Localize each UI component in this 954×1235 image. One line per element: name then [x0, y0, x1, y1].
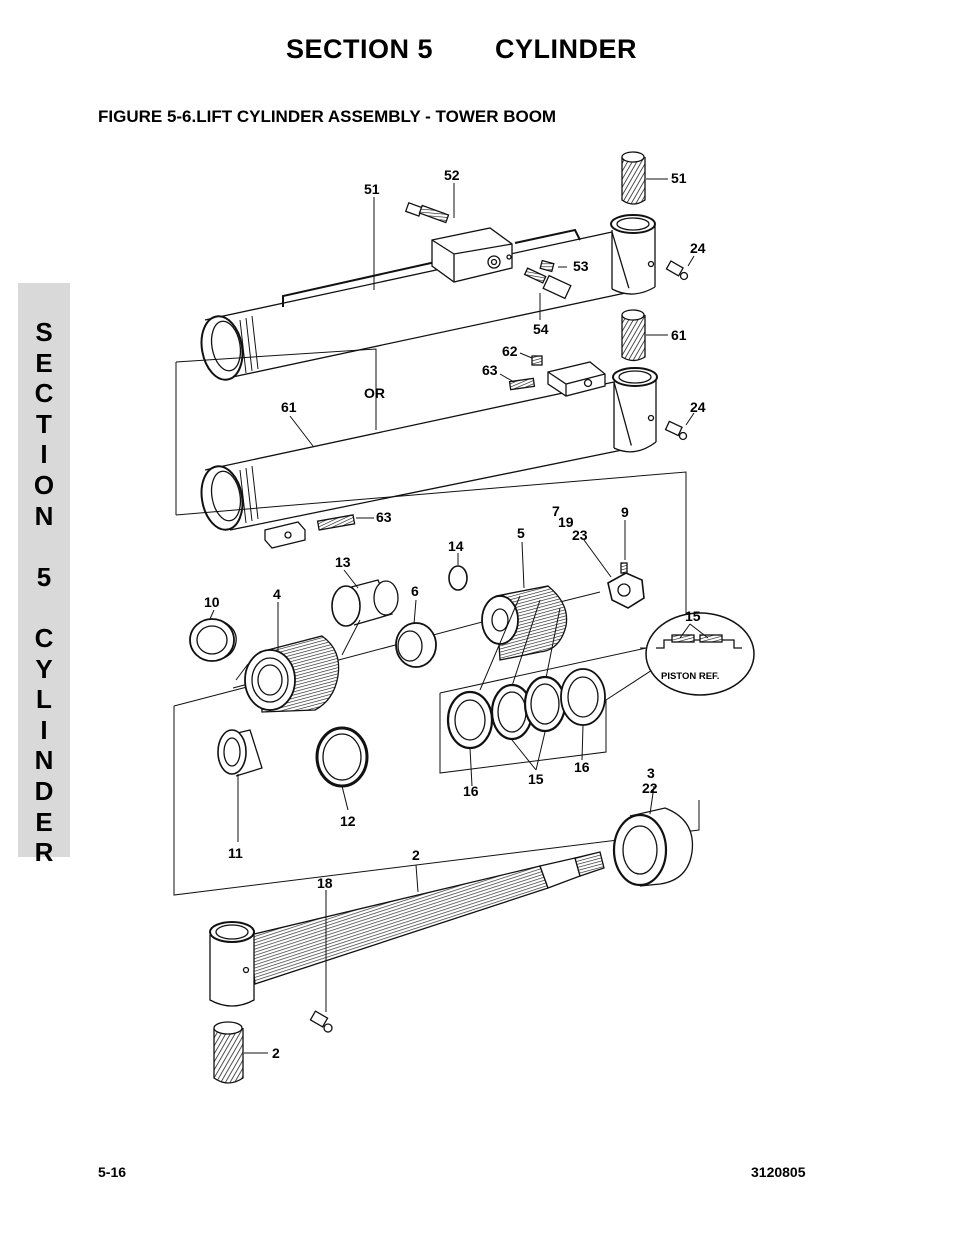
page-number: 5-16 — [98, 1164, 127, 1180]
callout-4: 4 — [273, 586, 281, 602]
tab-letter: C — [34, 622, 54, 653]
callout-18: 18 — [317, 875, 333, 891]
part-12 — [315, 726, 369, 788]
hydraulic-tube — [282, 228, 581, 307]
callout-11: 11 — [228, 845, 243, 861]
tab-letter: C — [34, 378, 54, 409]
callout-24: 24 — [690, 240, 706, 256]
callout-51: 51 — [364, 181, 380, 197]
callout-2: 2 — [412, 847, 420, 863]
tab-letter: Y — [35, 653, 53, 684]
section-number: SECTION 5 — [286, 34, 434, 64]
callout-24: 24 — [690, 399, 706, 415]
tab-letter: E — [35, 347, 53, 378]
callout-51: 51 — [671, 170, 687, 186]
tab-letter: 5 — [36, 561, 52, 592]
callout-19: 19 — [558, 514, 574, 530]
callout-16: 16 — [463, 783, 479, 799]
callout-12: 12 — [340, 813, 356, 829]
section-header: SECTION 5 CYLINDER — [286, 34, 637, 65]
valve-block-lower-bottom — [264, 521, 306, 549]
callout-15: 15 — [528, 771, 544, 787]
grease-fitting-18 — [309, 1010, 333, 1033]
part-11 — [217, 729, 263, 777]
callout-23: 23 — [572, 527, 588, 543]
pin-2 — [213, 1021, 244, 1084]
tab-letter: E — [35, 806, 53, 837]
callout-7: 7 — [552, 503, 560, 519]
fitting-53 — [539, 259, 555, 273]
part-13 — [331, 579, 399, 627]
fitting-62 — [531, 355, 543, 366]
tab-letter: L — [36, 684, 52, 715]
callout-9: 9 — [621, 504, 629, 520]
tab-letter: T — [36, 408, 52, 439]
callout-13: 13 — [335, 554, 351, 570]
part-14 — [448, 565, 468, 591]
tab-letter: O — [33, 469, 55, 500]
callout-52: 52 — [444, 167, 460, 183]
tab-letter: I — [40, 714, 48, 745]
tab-letter: R — [34, 837, 54, 868]
callout-16: 16 — [574, 759, 590, 775]
callout-63: 63 — [482, 362, 498, 378]
callout-or: OR — [364, 385, 385, 401]
part-2-rod — [209, 851, 605, 1007]
pin-51 — [621, 151, 646, 205]
callout-62: 62 — [502, 343, 518, 359]
part-23-nut — [607, 562, 645, 609]
valve-block-upper — [431, 227, 513, 283]
callout-22: 22 — [642, 780, 658, 796]
barrel-lower — [200, 367, 658, 531]
tab-letter: I — [40, 439, 48, 470]
callout-10: 10 — [204, 594, 220, 610]
grease-fitting-24-upper — [665, 260, 689, 281]
tab-letter: N — [34, 500, 54, 531]
callout-6: 6 — [411, 583, 419, 599]
tab-letter: N — [34, 745, 54, 776]
callout-3: 3 — [647, 765, 655, 781]
tab-letter: S — [35, 317, 53, 347]
callout-54: 54 — [533, 321, 549, 337]
part-6 — [395, 622, 437, 668]
callout-53: 53 — [573, 258, 589, 274]
part-10 — [189, 618, 237, 662]
callout-63: 63 — [376, 509, 392, 525]
callout-61: 61 — [671, 327, 687, 343]
section-name: CYLINDER — [495, 34, 638, 64]
fitting-63-lower — [316, 514, 356, 531]
pin-61 — [621, 309, 646, 362]
callout-2: 2 — [272, 1045, 280, 1061]
callout-61: 61 — [281, 399, 297, 415]
fitting-63-upper — [508, 377, 536, 391]
grease-fitting-24-lower — [664, 420, 688, 441]
fitting-54 — [523, 267, 572, 300]
section-side-tab[interactable]: S E C T I O N 5 C Y L I N D E R — [18, 283, 70, 867]
barrel-upper — [200, 214, 656, 381]
part-3-gland — [612, 807, 694, 887]
piston-ref-inset — [645, 612, 755, 696]
figure-title: FIGURE 5-6.LIFT CYLINDER ASSEMBLY - TOWE… — [98, 107, 557, 126]
piston-seals — [446, 668, 606, 750]
part-4-head — [244, 635, 340, 713]
callout-15: 15 — [685, 608, 701, 624]
callout-5: 5 — [517, 525, 525, 541]
piston-ref-label: PISTON REF. — [661, 671, 719, 682]
document-number: 3120805 — [751, 1164, 806, 1180]
fitting-52 — [404, 202, 450, 224]
valve-block-lower-top — [547, 361, 606, 397]
leader-lines — [209, 178, 709, 1054]
side-tab-letters: S E C T I O N 5 C Y L I N D E R — [18, 317, 70, 868]
tab-letter: D — [34, 775, 54, 806]
callout-14: 14 — [448, 538, 464, 554]
part-5-piston — [481, 585, 568, 661]
